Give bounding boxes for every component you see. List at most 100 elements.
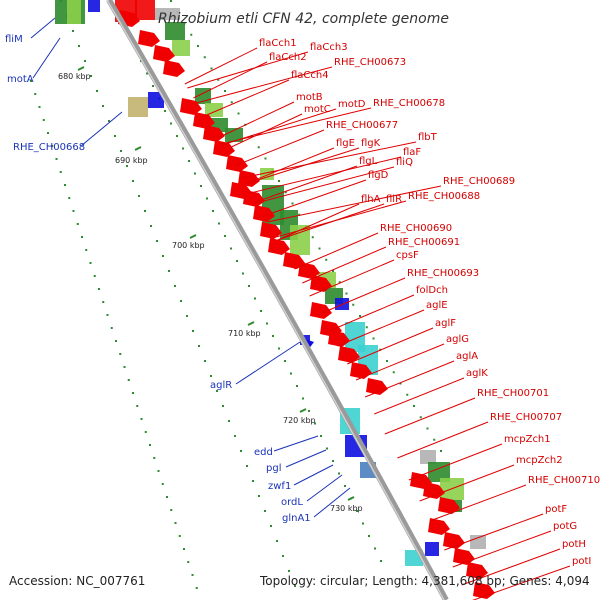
ruler-dot bbox=[72, 210, 75, 212]
ruler-dot bbox=[194, 172, 196, 175]
gene-label-rhe-ch00688: RHE_CH00688 bbox=[408, 191, 480, 202]
genome-backbone-highlight bbox=[106, 0, 445, 600]
label-leader-line bbox=[306, 474, 343, 502]
ruler-dot bbox=[102, 301, 105, 303]
ruler-dot bbox=[34, 93, 37, 95]
feature-block bbox=[135, 0, 155, 20]
ruler-dot bbox=[176, 135, 178, 137]
ruler-dot bbox=[114, 135, 116, 137]
cds-arrow bbox=[253, 205, 275, 222]
gene-label-motb: motB bbox=[296, 92, 323, 103]
ruler-dot bbox=[90, 75, 92, 77]
ruler-dot bbox=[260, 310, 262, 312]
cds-arrow bbox=[438, 497, 460, 514]
label-leader-line bbox=[293, 464, 334, 486]
gene-label-cpsf: cpsF bbox=[396, 250, 419, 261]
feature-block bbox=[165, 22, 185, 40]
label-leader-line bbox=[364, 360, 455, 398]
gene-label-flacch1: flaCch1 bbox=[259, 38, 297, 49]
scale-tick-label: 680 kbp bbox=[58, 72, 91, 81]
label-leader-line bbox=[355, 343, 445, 381]
ruler-dot bbox=[426, 427, 429, 430]
gene-label-flim: fliM bbox=[5, 34, 23, 45]
label-leader-line bbox=[244, 147, 335, 185]
gene-label-flge: flgE bbox=[336, 138, 355, 149]
cds-arrow bbox=[298, 262, 320, 279]
ruler-dot bbox=[264, 157, 267, 160]
ruler-dot bbox=[78, 45, 80, 47]
ruler-dot bbox=[84, 60, 86, 62]
gene-label-rhe-ch00677: RHE_CH00677 bbox=[326, 120, 398, 131]
cds-arrow bbox=[350, 362, 372, 379]
ruler-dot bbox=[190, 33, 193, 36]
ruler-dot bbox=[380, 560, 382, 562]
gene-label-edd: edd bbox=[254, 447, 273, 458]
feature-block bbox=[148, 92, 164, 108]
ruler-dot bbox=[217, 78, 220, 81]
gene-label-flacch3: flaCch3 bbox=[310, 42, 348, 53]
ruler-dot bbox=[230, 101, 233, 104]
map-title: Rhizobium etli CFN 42, complete genome bbox=[158, 11, 449, 27]
label-leader-line bbox=[241, 141, 417, 179]
cds-arrow bbox=[310, 302, 332, 319]
ruler-dot bbox=[242, 272, 244, 275]
gene-label-poti: potI bbox=[572, 556, 591, 567]
cds-arrow bbox=[320, 320, 342, 337]
label-leader-line bbox=[80, 111, 123, 147]
ruler-dot bbox=[178, 535, 181, 537]
gene-label-rhe-ch00691: RHE_CH00691 bbox=[388, 237, 460, 248]
cds-arrow bbox=[203, 125, 225, 142]
ruler-dot bbox=[195, 587, 198, 589]
label-leader-line bbox=[285, 449, 327, 468]
label-leader-line bbox=[204, 79, 290, 117]
ruler-dot bbox=[81, 236, 83, 238]
cds-arrow bbox=[428, 518, 450, 535]
ruler-dot bbox=[126, 165, 128, 167]
cds-arrow bbox=[243, 190, 265, 207]
label-leader-line bbox=[309, 259, 395, 297]
scale-tick-label: 690 kbp bbox=[115, 156, 148, 165]
cds-arrow bbox=[180, 98, 202, 115]
label-leader-line bbox=[408, 443, 503, 481]
gene-label-mcpzch2: mcpZch2 bbox=[516, 455, 563, 466]
ruler-dot bbox=[102, 105, 104, 107]
ruler-dot bbox=[127, 379, 130, 381]
gene-label-rhe-ch00689: RHE_CH00689 bbox=[443, 176, 515, 187]
label-leader-line bbox=[234, 129, 325, 167]
feature-block bbox=[345, 322, 365, 352]
ruler-dot bbox=[51, 145, 54, 147]
label-leader-line bbox=[263, 179, 367, 217]
ruler-dot bbox=[332, 270, 334, 272]
label-leader-line bbox=[347, 327, 434, 365]
label-leader-line bbox=[255, 165, 358, 203]
gene-label-rhe-ch00707: RHE_CH00707 bbox=[490, 412, 562, 423]
gene-label-rhe-ch00690: RHE_CH00690 bbox=[380, 223, 452, 234]
ruler-dot bbox=[374, 547, 376, 550]
ruler-dot bbox=[136, 405, 139, 407]
ruler-dot bbox=[278, 180, 280, 182]
gene-label-flacch2: flaCch2 bbox=[269, 52, 307, 63]
gene-label-agla: aglA bbox=[456, 351, 478, 362]
gene-label-poth: potH bbox=[562, 539, 586, 550]
ruler-dot bbox=[419, 416, 422, 419]
cds-arrow bbox=[213, 140, 235, 157]
gene-label-rhe-ch00673: RHE_CH00673 bbox=[334, 57, 406, 68]
feature-block bbox=[335, 298, 349, 310]
ruler-dot bbox=[413, 405, 415, 407]
ruler-dot bbox=[150, 225, 152, 227]
label-leader-line bbox=[30, 17, 56, 39]
gene-label-flbt: flbT bbox=[418, 132, 438, 143]
gene-label-foldch: folDch bbox=[416, 285, 448, 296]
ruler-dot bbox=[325, 258, 328, 261]
label-leader-line bbox=[452, 530, 552, 568]
ruler-dot bbox=[85, 249, 88, 251]
ruler-dot bbox=[98, 288, 100, 290]
scale-tick-mark bbox=[77, 66, 85, 71]
feature-block bbox=[425, 542, 439, 556]
ruler-dot bbox=[192, 330, 194, 332]
ruler-dot bbox=[345, 292, 348, 295]
ruler-dot bbox=[246, 465, 248, 467]
feature-block bbox=[88, 0, 100, 12]
ruler-dot bbox=[186, 315, 188, 317]
